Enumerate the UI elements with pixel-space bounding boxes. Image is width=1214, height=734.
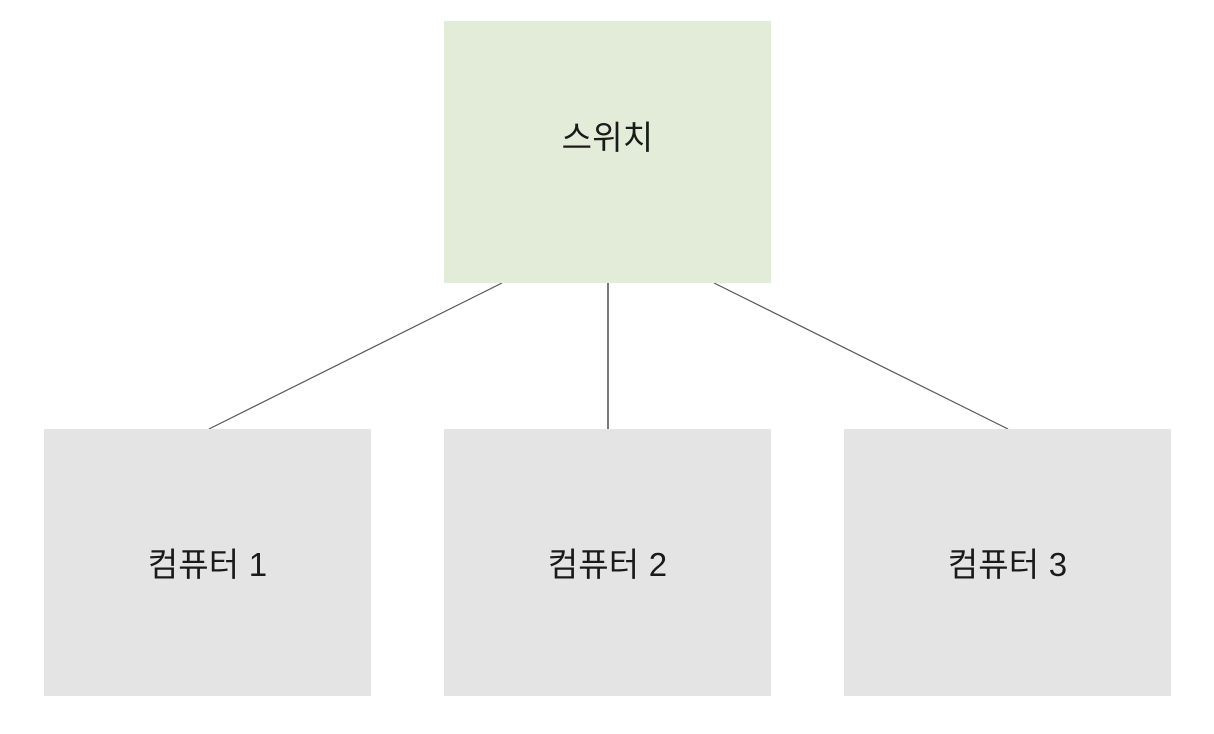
node-computer-3-label: 컴퓨터 3 [947, 546, 1068, 584]
node-computer-1-label: 컴퓨터 1 [147, 546, 268, 584]
node-computer-3[interactable]: 컴퓨터 3 [844, 429, 1171, 696]
node-switch[interactable]: 스위치 [444, 21, 771, 283]
node-computer-2-label: 컴퓨터 2 [547, 546, 668, 584]
node-switch-label: 스위치 [561, 118, 654, 156]
edge-switch-to-computer-3 [713, 282, 1009, 430]
node-computer-2[interactable]: 컴퓨터 2 [444, 429, 771, 696]
node-computer-1[interactable]: 컴퓨터 1 [44, 429, 371, 696]
edge-switch-to-computer-1 [208, 282, 503, 430]
